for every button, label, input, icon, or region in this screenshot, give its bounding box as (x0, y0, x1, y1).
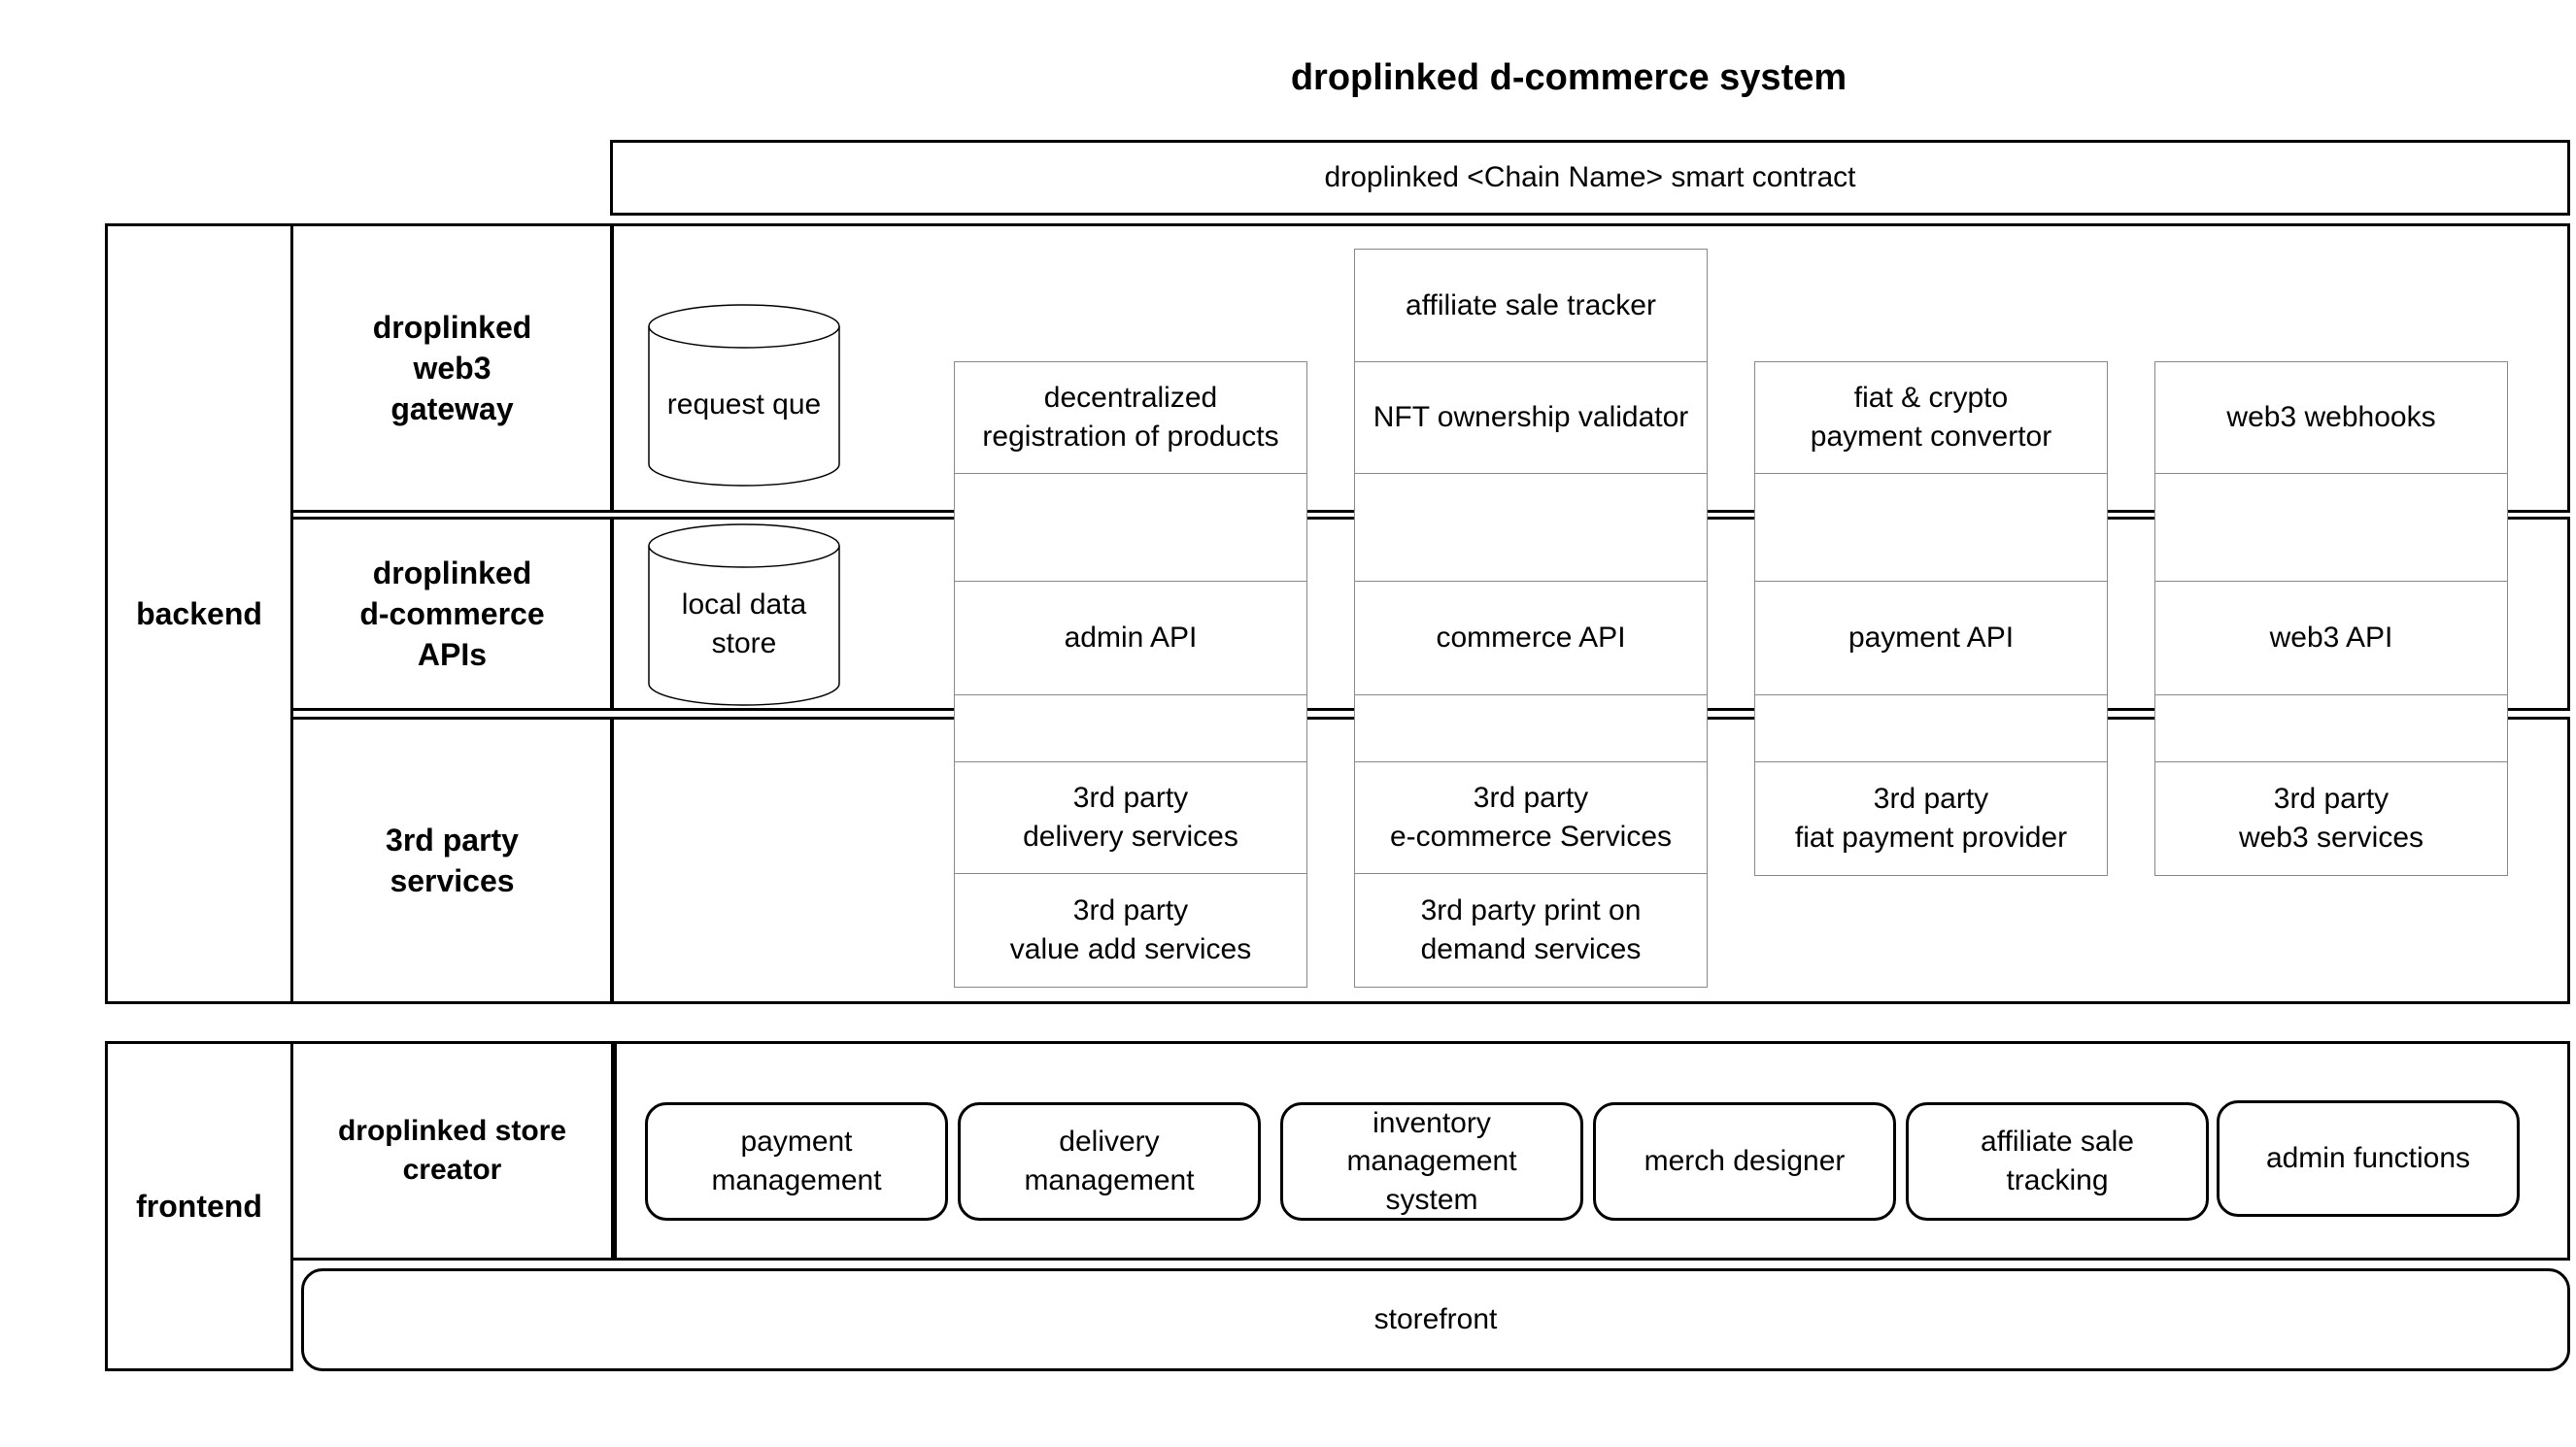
layer-label-d-commerce-apis: droplinked d-commerce APIs (290, 517, 614, 711)
column-3-spacer-bottom (1754, 694, 2108, 762)
layer-label-3rd-party-services: 3rd party services (290, 717, 614, 1004)
store-creator-label: droplinked store creator (290, 1041, 614, 1261)
affiliate-sale-tracker-box: affiliate sale tracker (1354, 249, 1708, 362)
delivery-management-module: delivery management (958, 1102, 1261, 1221)
frontend-label: frontend (105, 1041, 293, 1371)
local-data-store-label: local data store (681, 589, 807, 659)
payment-api-box: payment API (1754, 581, 2108, 695)
request-que-cylinder (648, 304, 840, 487)
nft-ownership-validator-box: NFT ownership validator (1354, 361, 1708, 474)
column-4-spacer-bottom (2154, 694, 2508, 762)
fiat-payment-provider-box: 3rd party fiat payment provider (1754, 761, 2108, 876)
inventory-management-module: inventory management system (1280, 1102, 1583, 1221)
payment-convertor-box: fiat & crypto payment convertor (1754, 361, 2108, 474)
admin-api-box: admin API (954, 581, 1307, 695)
value-add-services-box: 3rd party value add services (954, 873, 1307, 988)
merch-designer-module: merch designer (1593, 1102, 1896, 1221)
web3-api-box: web3 API (2154, 581, 2508, 695)
delivery-services-box: 3rd party delivery services (954, 761, 1307, 874)
request-que-label: request que (666, 388, 822, 421)
affiliate-sale-tracking-module: affiliate sale tracking (1906, 1102, 2209, 1221)
commerce-api-box: commerce API (1354, 581, 1708, 695)
storefront-bar: storefront (301, 1268, 2570, 1371)
diagram-title: droplinked d-commerce system (1290, 56, 1847, 98)
local-data-store-cylinder (648, 523, 840, 706)
smart-contract-bar: droplinked <Chain Name> smart contract (610, 140, 2570, 216)
print-on-demand-services-box: 3rd party print on demand services (1354, 873, 1708, 988)
web3-services-box: 3rd party web3 services (2154, 761, 2508, 876)
column-4-spacer-top (2154, 473, 2508, 582)
column-1-spacer-top (954, 473, 1307, 582)
backend-label: backend (105, 223, 293, 1004)
payment-management-module: payment management (645, 1102, 948, 1221)
column-2-spacer-bottom (1354, 694, 1708, 762)
decentralized-registration-box: decentralized registration of products (954, 361, 1307, 474)
layer-label-web3-gateway: droplinked web3 gateway (290, 223, 614, 513)
e-commerce-services-box: 3rd party e-commerce Services (1354, 761, 1708, 874)
column-1-spacer-bottom (954, 694, 1307, 762)
column-2-spacer-top (1354, 473, 1708, 582)
store-creator-panel (614, 1041, 2570, 1261)
column-3-spacer-top (1754, 473, 2108, 582)
web3-webhooks-box: web3 webhooks (2154, 361, 2508, 474)
admin-functions-module: admin functions (2217, 1100, 2520, 1217)
